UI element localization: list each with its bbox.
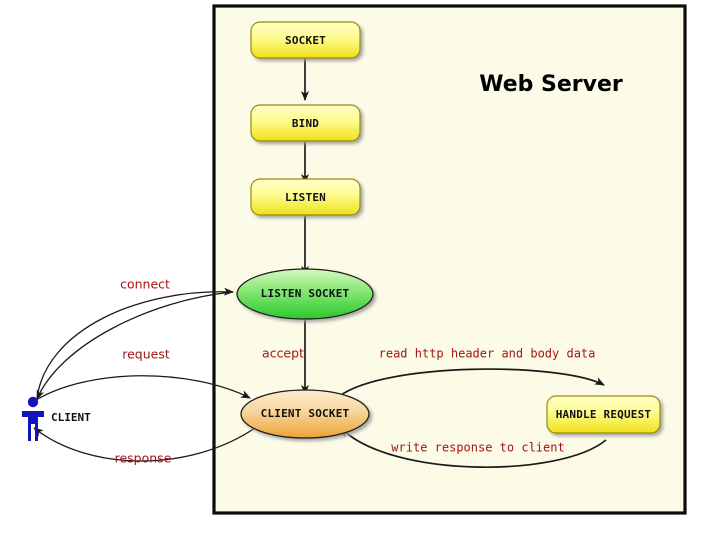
edge-client-response bbox=[33, 427, 256, 462]
listen-box[interactable] bbox=[250, 178, 361, 216]
client-head-icon bbox=[27, 396, 39, 408]
edge-connect-return bbox=[36, 291, 234, 400]
edge-label-request: request bbox=[122, 347, 170, 362]
edge-read-request bbox=[336, 368, 605, 399]
bind-box[interactable] bbox=[250, 104, 361, 142]
handle-request-label: HANDLE REQUEST bbox=[556, 408, 652, 421]
client-socket-label: CLIENT SOCKET bbox=[261, 407, 350, 420]
page-title: Web Server bbox=[479, 72, 623, 97]
node-listen-socket[interactable]: LISTEN SOCKET bbox=[236, 268, 374, 320]
client-body-icon bbox=[22, 411, 44, 441]
listen-label: LISTEN bbox=[285, 191, 326, 204]
listen-socket-label: LISTEN SOCKET bbox=[261, 287, 350, 300]
socket-box[interactable] bbox=[250, 21, 361, 59]
edge-label-response: response bbox=[115, 451, 172, 466]
edge-label-accept: accept bbox=[262, 346, 304, 361]
node-listen[interactable]: LISTEN bbox=[250, 178, 361, 216]
edge-label-connect: connect bbox=[120, 277, 170, 292]
node-client-socket[interactable]: CLIENT SOCKET bbox=[240, 389, 370, 439]
listen-socket-ellipse[interactable] bbox=[236, 268, 374, 320]
edge-label-write-response: write response to client bbox=[391, 441, 564, 455]
client-label: CLIENT bbox=[51, 411, 91, 424]
socket-label: SOCKET bbox=[285, 34, 326, 47]
node-socket[interactable]: SOCKET bbox=[250, 21, 361, 59]
edge-label-read-request: read http header and body data bbox=[379, 347, 596, 361]
edge-write-response bbox=[340, 427, 607, 468]
node-bind[interactable]: BIND bbox=[250, 104, 361, 142]
edge-client-request bbox=[35, 375, 251, 401]
client-socket-ellipse[interactable] bbox=[240, 389, 370, 439]
edge-client-connect bbox=[36, 287, 234, 400]
handle-request-box[interactable] bbox=[546, 395, 661, 434]
node-handle-request[interactable]: HANDLE REQUEST bbox=[546, 395, 661, 434]
bind-label: BIND bbox=[292, 117, 319, 130]
actor-client[interactable]: CLIENT bbox=[22, 396, 91, 441]
